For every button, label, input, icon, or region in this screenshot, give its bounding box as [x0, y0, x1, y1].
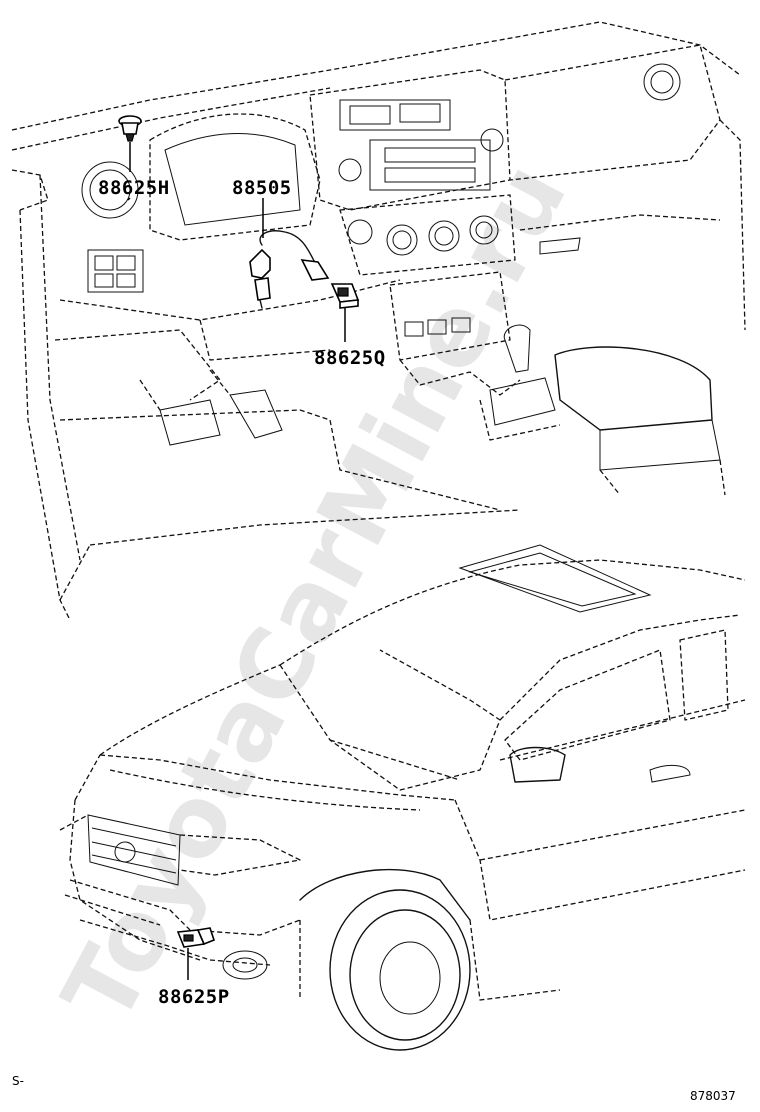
illustration-number: 878037 — [690, 1089, 736, 1103]
dashboard-illustration — [11, 21, 746, 621]
switch-88625q — [330, 283, 360, 309]
section-mark: S- — [12, 1074, 24, 1088]
callout-88625p: 88625P — [158, 986, 230, 1008]
sensor-88625p — [176, 927, 215, 948]
sensor-88625h — [118, 115, 142, 142]
callout-88625q: 88625Q — [314, 347, 386, 369]
callout-88505: 88505 — [232, 177, 292, 199]
vehicle-illustration — [59, 544, 746, 1051]
sensor-harness-88505 — [249, 230, 330, 309]
callout-88625h: 88625H — [98, 177, 170, 199]
